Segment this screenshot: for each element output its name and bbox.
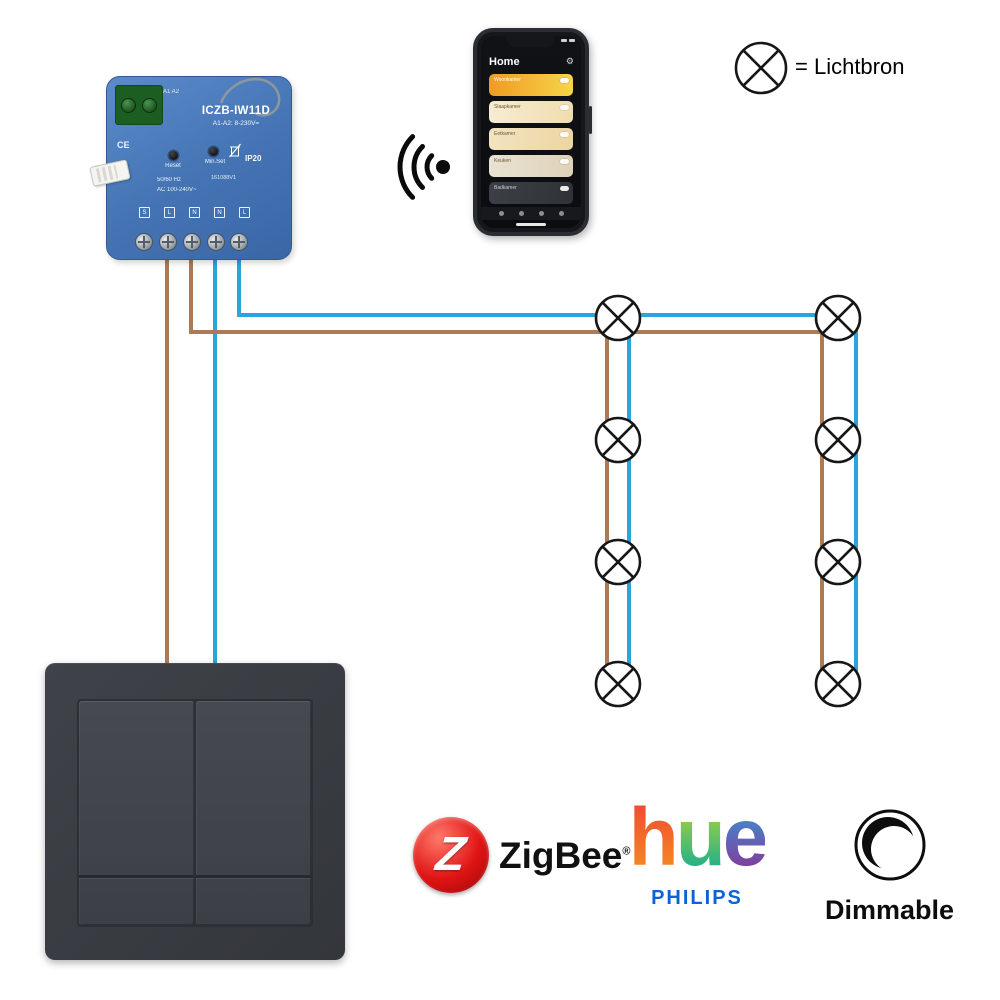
room-card-label: Slaapkamer [494,104,521,110]
nav-icon[interactable] [518,211,524,216]
frequency-label: 50/60 Hz [157,177,182,183]
room-card-label: Keuken [494,158,511,164]
dimmer-dial-icon [854,809,925,881]
zigbee-dimmer-module: A1 A2 ICZB-IW11D A1-A2: 8-230V= CE Reset… [89,76,292,260]
room-toggle[interactable] [560,78,569,83]
room-toggle[interactable] [560,105,569,110]
home-indicator [516,223,546,226]
hue-wordmark: hue [628,792,769,883]
switch-rocker-left[interactable] [79,701,194,925]
wire-group [165,246,858,684]
room-card-label: Woonkamer [494,77,521,83]
lamp-icon [594,294,642,342]
switch-rocker-right[interactable] [196,701,311,925]
terminal-label-1: S [139,207,150,218]
dimmable-logo: Dimmable [812,804,967,926]
wall-switch-plate [77,699,313,927]
lamp-icon [814,538,862,586]
terminal-label-4: N [214,207,225,218]
legend-label: = Lichtbron [795,54,905,79]
room-toggle[interactable] [560,159,569,164]
room-card[interactable]: Woonkamer [489,74,573,96]
phone-bottom-nav[interactable] [481,207,581,220]
ce-mark: CE [117,140,130,150]
wall-switch [45,663,345,960]
bottom-terminal-screw-5 [230,233,248,251]
terminal-label-row: S L N N L [139,207,250,218]
lamp-icon [814,416,862,464]
antenna-wire-icon [219,77,281,117]
room-card[interactable]: Eetkamer [489,128,573,150]
brown-feed-to-lamps-wire [189,246,824,684]
nav-icon[interactable] [558,211,564,216]
legend-lamp-icon [734,41,788,95]
product-code-label: 161088V1 [211,175,237,181]
terminal-screw-a1 [121,97,136,113]
terminal-label-5: L [239,207,250,218]
module-range-label: A1-A2: 8-230V= [212,120,260,127]
phone-statusbar [561,39,575,42]
phone-notch [507,36,555,47]
room-card-label: Badkamer [494,185,517,191]
switch-input-terminal-block [115,85,163,125]
voltage-label: AC 100-240V~ [157,187,197,193]
bottom-terminal-screw-4 [207,233,225,251]
terminal-label-3: N [189,207,200,218]
bottom-terminal-screw-2 [159,233,177,251]
room-card[interactable]: Badkamer [489,182,573,204]
module-model-label: ICZB-IW11D [201,105,271,117]
philips-wordmark: PHILIPS [651,886,743,909]
bottom-terminal-screw-1 [135,233,153,251]
lamp-icon [594,416,642,464]
room-toggle[interactable] [560,132,569,137]
min-set-button[interactable] [209,147,218,156]
room-card[interactable]: Keuken [489,155,573,177]
lamp-icon [594,538,642,586]
zigbee-z-glyph: Z [433,828,469,881]
room-toggle[interactable] [560,186,569,191]
nav-icon[interactable] [538,211,544,216]
phone-home-title: Home [489,56,520,68]
dimmable-label: Dimmable [824,895,955,925]
lamp-icon [594,660,642,708]
registered-mark: ® [622,845,631,858]
blue-feed-to-lamps-wire [237,246,858,684]
bottom-terminal-screw-3 [183,233,201,251]
ip-rating-label: IP20 [245,154,262,163]
nav-icon[interactable] [498,211,504,216]
zigbee-logo-circle: Z [413,817,489,893]
zigbee-logo: Z ZigBee® [413,815,630,900]
weee-bin-icon [229,143,241,158]
terminal-screw-a2 [142,97,157,113]
reset-button[interactable] [169,151,178,160]
wifi-signal-icon [397,134,450,200]
min-set-label: Min.Set [204,159,226,165]
room-card[interactable]: Slaapkamer [489,101,573,123]
zigbee-wordmark: ZigBee® [499,835,631,876]
phone-side-button [589,106,592,134]
philips-hue-logo: hue PHILIPS [612,792,782,910]
lamp-icon [814,660,862,708]
terminal-label-2: L [164,207,175,218]
room-card-label: Eetkamer [494,131,516,137]
module-input-labels: A1 A2 [163,89,180,95]
lamp-icon [814,294,862,342]
reset-label: Reset [165,163,181,169]
settings-gear-icon[interactable]: ⚙ [565,56,574,66]
lamp-group [594,41,862,708]
